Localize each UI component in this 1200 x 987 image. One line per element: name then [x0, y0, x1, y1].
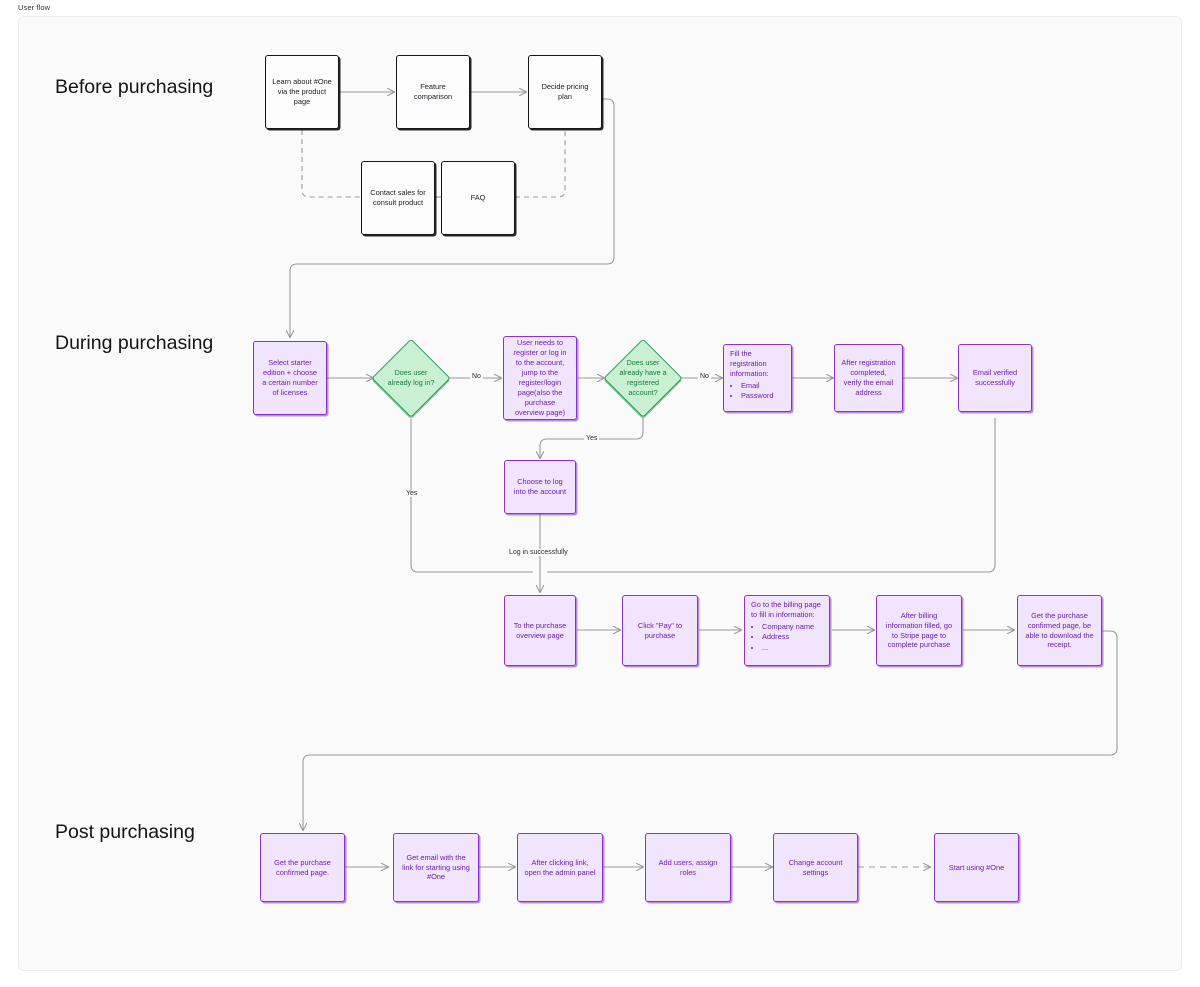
node-label: Email verified successfully [972, 368, 1018, 387]
node-label: User needs to register or log in to the … [513, 338, 567, 417]
node-label: Feature comparison [413, 82, 453, 101]
node-choose-to-log-into-account[interactable]: Choose to log into the account [504, 460, 576, 514]
node-to-purchase-overview-page[interactable]: To the purchase overview page [504, 595, 576, 666]
node-get-email-with-link[interactable]: Get email with the link for starting usi… [393, 833, 479, 902]
node-label: Contact sales for consult product [370, 188, 426, 207]
node-label: After registration completed, verify the… [841, 358, 896, 397]
node-label: Learn about #One via the product page [272, 77, 332, 106]
node-label: Change account settings [788, 857, 843, 877]
node-label: Get email with the link for starting usi… [402, 852, 470, 882]
node-label: Select starter edition + choose a certai… [262, 358, 318, 397]
canvas-frame [18, 16, 1182, 971]
node-label: To the purchase overview page [513, 620, 567, 640]
edge-label-yes-registered: Yes [584, 435, 600, 442]
bullet-email: Email [741, 381, 785, 391]
edge-label-yes-login: Yes [404, 490, 420, 497]
node-label: Go to the billing page to fill in inform… [751, 600, 821, 619]
node-label: Click "Pay" to purchase [637, 620, 683, 640]
section-heading-during: During purchasing [55, 332, 214, 354]
node-label: Get the purchase confirmed page, be able… [1025, 610, 1094, 650]
node-select-starter-edition[interactable]: Select starter edition + choose a certai… [253, 341, 327, 415]
node-click-pay-to-purchase[interactable]: Click "Pay" to purchase [622, 595, 698, 666]
node-open-admin-panel[interactable]: After clicking link, open the admin pane… [517, 833, 603, 902]
node-label: Does user already log in? [387, 367, 435, 387]
bullet-address: Address [762, 632, 823, 642]
node-feature-comparison[interactable]: Feature comparison [396, 55, 470, 129]
node-verify-email-address[interactable]: After registration completed, verify the… [834, 344, 903, 412]
billing-bullet-list: Company name Address ... [751, 622, 823, 653]
edge-label-log-in-successfully: Log in successfully [507, 549, 570, 556]
section-heading-before: Before purchasing [55, 76, 214, 98]
node-post-purchase-confirmed-page[interactable]: Get the purchase confirmed page. [260, 833, 345, 902]
node-decide-pricing-plan[interactable]: Decide pricing plan [528, 55, 602, 129]
bullet-more: ... [762, 643, 823, 653]
edge-label-no-registered: No [698, 373, 711, 380]
node-add-users-assign-roles[interactable]: Add users, assign roles [645, 833, 731, 902]
registration-fields: Fill the registration information: Email… [730, 349, 785, 402]
node-purchase-confirmed-receipt[interactable]: Get the purchase confirmed page, be able… [1017, 595, 1102, 666]
node-label: Decide pricing plan [541, 82, 589, 101]
registration-bullet-list: Email Password [730, 381, 785, 401]
bullet-company-name: Company name [762, 622, 823, 632]
decision-does-user-have-registered-account[interactable]: Does user already have a registered acco… [603, 338, 683, 418]
decision-does-user-already-log-in[interactable]: Does user already log in? [371, 338, 451, 418]
node-label: After clicking link, open the admin pane… [524, 857, 596, 877]
edge-label-no-login: No [470, 373, 483, 380]
node-learn-about-product[interactable]: Learn about #One via the product page [265, 55, 339, 129]
bullet-password: Password [741, 391, 785, 401]
node-register-or-login[interactable]: User needs to register or log in to the … [503, 336, 577, 420]
node-contact-sales[interactable]: Contact sales for consult product [361, 161, 435, 235]
node-label: Start using #One [948, 862, 1005, 872]
node-billing-page[interactable]: Go to the billing page to fill in inform… [744, 595, 830, 666]
node-label: FAQ [470, 193, 486, 202]
file-title: User flow [18, 3, 51, 12]
node-email-verified-successfully[interactable]: Email verified successfully [958, 344, 1032, 412]
node-fill-registration-information[interactable]: Fill the registration information: Email… [723, 344, 792, 412]
node-change-account-settings[interactable]: Change account settings [773, 833, 858, 902]
section-heading-post: Post purchasing [55, 821, 195, 843]
node-faq[interactable]: FAQ [441, 161, 515, 235]
node-label: Add users, assign roles [658, 857, 718, 877]
node-label: After billing information filled, go to … [885, 610, 953, 650]
node-label: Fill the registration information: [730, 349, 769, 378]
billing-fields: Go to the billing page to fill in inform… [751, 600, 823, 653]
node-label: Get the purchase confirmed page. [274, 857, 331, 877]
node-stripe-complete-purchase[interactable]: After billing information filled, go to … [876, 595, 962, 666]
node-start-using-one[interactable]: Start using #One [934, 833, 1019, 902]
node-label: Choose to log into the account [513, 477, 567, 496]
node-label: Does user already have a registered acco… [619, 357, 667, 398]
